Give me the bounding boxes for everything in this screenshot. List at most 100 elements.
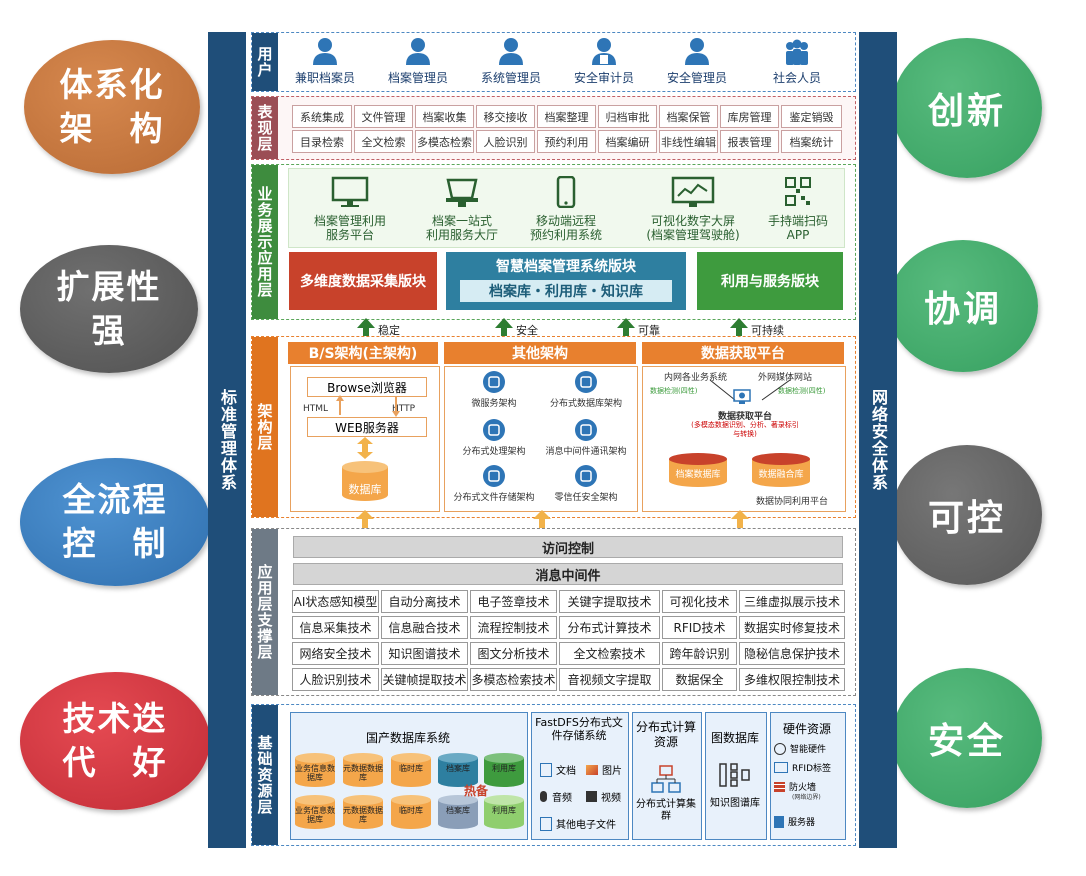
tech-cell: 全文检索技术 — [559, 642, 660, 665]
database-label: 临时库 — [399, 806, 423, 815]
graph-title: 图数据库 — [710, 731, 759, 745]
fastdfs-audio: 音频 — [540, 789, 572, 804]
arch-circle-icon — [575, 465, 597, 487]
presentation-item[interactable]: 报表管理 — [720, 130, 779, 153]
tech-cell: 跨年龄识别 — [662, 642, 737, 665]
database-cylinder-icon — [295, 795, 335, 829]
chip-icon — [774, 742, 786, 755]
kiosk-icon — [446, 178, 478, 207]
up-arrow-icon — [357, 318, 375, 342]
module-smart-archive-sub: 档案库・利用库・知识库 — [460, 280, 672, 302]
oval-full-process-control: 全流程 控 制 — [20, 458, 210, 586]
presentation-item[interactable]: 档案整理 — [537, 105, 596, 128]
fastdfs-image: 图片 — [586, 762, 622, 777]
presentation-layer-label: 表现层 — [252, 97, 278, 159]
presentation-item[interactable]: 档案统计 — [781, 130, 842, 153]
presentation-item[interactable]: 文件管理 — [354, 105, 413, 128]
domestic-db-title: 国产数据库系统 — [365, 731, 450, 745]
presentation-item[interactable]: 移交接收 — [476, 105, 535, 128]
other-arch-item: 微服务架构 — [452, 370, 536, 409]
graph-item: 知识图谱库 — [710, 798, 760, 809]
other-arch-title: 其他架构 — [444, 342, 636, 364]
database-cylinder-icon — [438, 753, 478, 787]
database-cylinder-icon — [295, 753, 335, 787]
hw-smart: 智能硬件 — [774, 742, 826, 755]
bs-arch-title: B/S架构(主架构) — [288, 342, 438, 364]
up-arrow-icon — [730, 318, 748, 342]
platform-check-1: 数据检测(四性) — [650, 387, 698, 395]
database-label: 业务信息数据库 — [295, 806, 335, 824]
person-icon — [499, 38, 523, 65]
tech-cell: 电子签章技术 — [470, 590, 557, 613]
tech-cell: 数据保全 — [662, 668, 737, 691]
user-layer-label: 用户 — [252, 33, 278, 91]
presentation-item[interactable]: 档案收集 — [415, 105, 474, 128]
other-arch-item: 消息中间件通讯架构 — [540, 418, 632, 457]
arch-circle-icon — [575, 371, 597, 393]
bs-browser: Browse浏览器 — [307, 377, 427, 397]
tech-cell: AI状态感知模型 — [292, 590, 379, 613]
user-layer — [251, 32, 856, 92]
arch-circle-icon — [483, 465, 505, 487]
group-icon — [786, 39, 808, 65]
presentation-item[interactable]: 档案保管 — [659, 105, 718, 128]
presentation-item[interactable]: 全文检索 — [354, 130, 413, 153]
database-label: 业务信息数据库 — [295, 764, 335, 782]
other-arch-label: 零信任安全架构 — [554, 493, 618, 503]
other-arch-item: 分布式数据库架构 — [540, 370, 632, 409]
tech-cell: 三维虚拟展示技术 — [739, 590, 845, 613]
hw-server: 服务器 — [774, 815, 815, 828]
gear-monitor-icon — [733, 389, 751, 404]
document-icon — [540, 762, 552, 777]
oval-innovation: 创新 — [892, 38, 1042, 178]
other-arch-item: 分布式文件存储架构 — [452, 464, 536, 503]
arrow-stable: 稳定 — [357, 318, 400, 342]
tech-cell: 图文分析技术 — [470, 642, 557, 665]
user-part-time: 兼职档案员 — [280, 36, 370, 86]
user-archive-manager: 档案管理员 — [373, 36, 463, 86]
presentation-item[interactable]: 系统集成 — [292, 105, 352, 128]
presentation-item[interactable]: 非线性编辑 — [659, 130, 718, 153]
module-data-collection[interactable]: 多维度数据采集版块 — [289, 252, 437, 310]
microphone-icon — [540, 791, 547, 802]
database-label: 元数据数据库 — [343, 764, 383, 782]
module-usage-service[interactable]: 利用与服务版块 — [697, 252, 843, 310]
presentation-item[interactable]: 档案编研 — [598, 130, 657, 153]
tech-cell: 多模态检索技术 — [470, 668, 557, 691]
tech-cell: 网络安全技术 — [292, 642, 379, 665]
support-layer-label: 应用层支撑层 — [252, 529, 278, 695]
presentation-item[interactable]: 预约利用 — [537, 130, 596, 153]
platform-db2-label: 数据融合库 — [758, 470, 804, 480]
other-arch-item: 分布式处理架构 — [452, 418, 536, 457]
database-cylinder-icon — [391, 795, 431, 829]
bs-html-label: HTML — [303, 404, 329, 414]
platform-src-external: 外网媒体网站 — [758, 373, 813, 383]
tech-cell: 多维权限控制技术 — [739, 668, 845, 691]
presentation-item[interactable]: 鉴定销毁 — [781, 105, 842, 128]
oval-coordination: 协调 — [888, 240, 1038, 372]
tech-cell: 音视频文字提取 — [559, 668, 660, 691]
database-label: 利用库 — [492, 764, 516, 773]
oval-system-architecture: 体系化 架 构 — [24, 40, 200, 174]
database-cylinder-icon — [391, 753, 431, 787]
hw-firewall: 防火墙 — [774, 780, 816, 793]
hw-firewall-note: (网络边界) — [792, 794, 821, 801]
user-public: 社会人员 — [752, 36, 842, 86]
user-security-auditor: 安全审计员 — [559, 36, 649, 86]
presentation-item[interactable]: 目录检索 — [292, 130, 352, 153]
person-icon — [685, 38, 709, 65]
presentation-item[interactable]: 人脸识别 — [476, 130, 535, 153]
video-icon — [586, 791, 597, 802]
person-icon — [313, 38, 337, 65]
knowledge-graph-icon — [719, 763, 750, 787]
presentation-item[interactable]: 多模态检索 — [415, 130, 474, 153]
qrcode-icon — [785, 177, 811, 206]
presentation-item[interactable]: 库房管理 — [720, 105, 779, 128]
platform-src-internal: 内网各业务系统 — [664, 373, 728, 383]
fastdfs-other: 其他电子文件 — [540, 816, 616, 831]
platform-db1-label: 档案数据库 — [675, 470, 721, 480]
platform-output: 数据协同利用平台 — [755, 497, 828, 507]
presentation-item[interactable]: 归档审批 — [598, 105, 657, 128]
person-icon — [406, 38, 430, 65]
